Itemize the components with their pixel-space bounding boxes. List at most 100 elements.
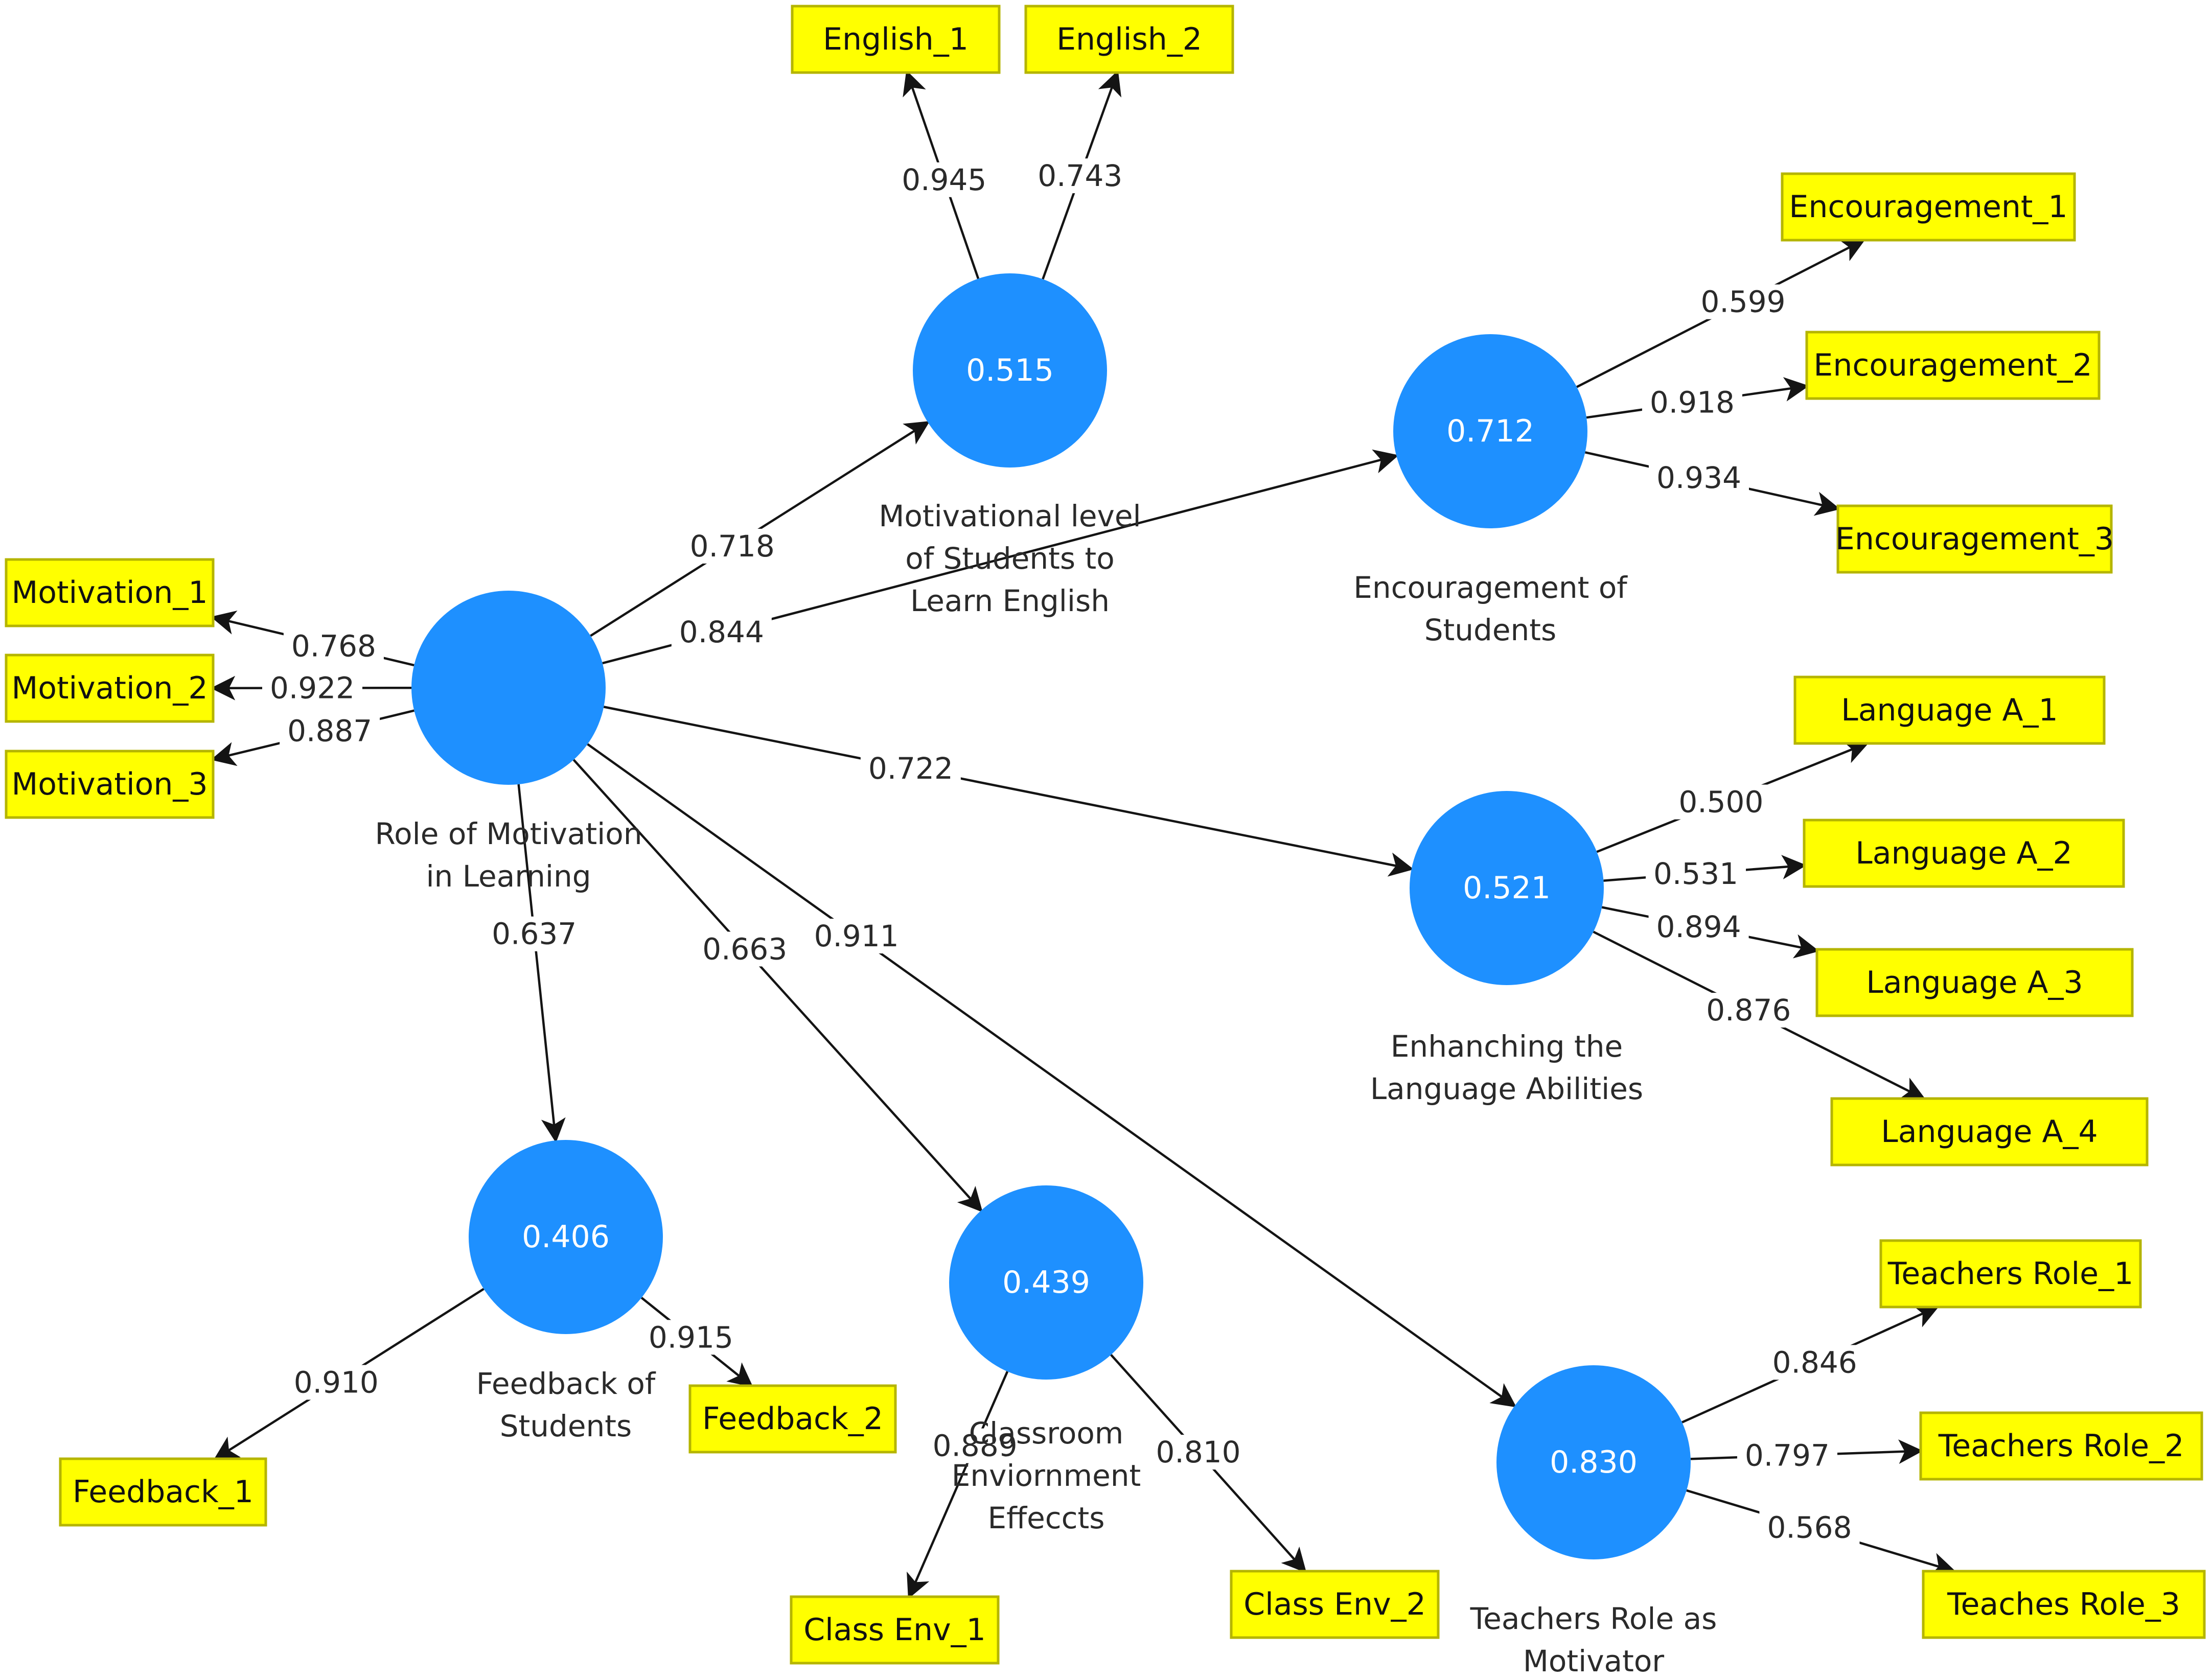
indicator-ce1[interactable]: Class Env_1	[790, 1595, 1000, 1665]
r-squared-tch: 0.830	[1550, 1444, 1638, 1480]
loading-value-lan4-group: 0.876	[1698, 993, 1799, 1028]
indicator-box-tr3[interactable]	[1922, 1570, 2206, 1639]
indicator-tr2[interactable]: Teachers Role_2	[1919, 1411, 2203, 1481]
indicator-box-tr2[interactable]	[1919, 1411, 2203, 1481]
loading-value-enc2-group: 0.918	[1642, 385, 1742, 420]
loading-value-ce2-group: 0.810	[1148, 1435, 1249, 1470]
loading-value-tr1: 0.846	[1772, 1345, 1857, 1380]
indicator-lan4[interactable]: Language A_4	[1830, 1097, 2149, 1166]
loading-value-tr3: 0.568	[1767, 1510, 1852, 1545]
indicator-box-enc1[interactable]	[1781, 172, 2076, 242]
indicator-box-enc3[interactable]	[1836, 504, 2113, 574]
indicator-eng1[interactable]: English_1	[791, 5, 1001, 74]
indicator-label-mot3: Motivation_3	[11, 766, 208, 802]
indicator-box-mot2[interactable]	[5, 654, 215, 723]
indicator-label-ce2: Class Env_2	[1243, 1586, 1426, 1622]
indicator-lan2[interactable]: Language A_2	[1803, 819, 2125, 888]
construct-circle-role[interactable]	[411, 591, 606, 785]
indicator-label-lan2: Language A_2	[1855, 835, 2072, 871]
construct-circle-tch[interactable]	[1496, 1365, 1691, 1559]
indicator-mot3[interactable]: Motivation_3	[5, 750, 215, 819]
indicator-label-lan4: Language A_4	[1881, 1114, 2098, 1150]
loading-value-tr3-group: 0.568	[1759, 1510, 1860, 1545]
path-edge-role-lang	[603, 706, 1414, 877]
loading-value-fb2-group: 0.915	[640, 1320, 741, 1355]
indicator-mot2[interactable]: Motivation_2	[5, 654, 215, 723]
construct-circle-lang[interactable]	[1410, 791, 1604, 985]
loading-value-lan2: 0.531	[1653, 856, 1738, 891]
construct-circle-cls[interactable]	[949, 1185, 1143, 1380]
indicator-box-lan4[interactable]	[1830, 1097, 2149, 1166]
indicator-fb1[interactable]: Feedback_1	[59, 1457, 267, 1527]
path-coefficient-tch: 0.911	[814, 919, 899, 953]
construct-circle-enc[interactable]	[1393, 334, 1587, 528]
indicator-box-mot1[interactable]	[5, 558, 215, 627]
indicator-box-eng1[interactable]	[791, 5, 1001, 74]
loading-value-lan3-bg	[1648, 909, 1749, 944]
loading-value-ce1-bg	[925, 1428, 1025, 1463]
indicator-box-ce1[interactable]	[790, 1595, 1000, 1665]
loading-value-eng2-bg	[1030, 158, 1131, 194]
loading-value-tr1-group: 0.846	[1764, 1345, 1865, 1380]
path-coefficient-tch-bg	[806, 919, 907, 954]
loading-value-ce2: 0.810	[1156, 1435, 1241, 1469]
loading-value-lan2-bg	[1646, 856, 1746, 891]
indicator-lan3[interactable]: Language A_3	[1815, 948, 2134, 1017]
r-squared-lang: 0.521	[1463, 870, 1551, 906]
indicator-box-lan3[interactable]	[1815, 948, 2134, 1017]
indicator-label-lan3: Language A_3	[1866, 965, 2083, 1000]
indicator-box-ce2[interactable]	[1230, 1570, 1440, 1639]
loading-value-eng2: 0.743	[1038, 158, 1122, 193]
construct-circle-motl[interactable]	[913, 273, 1107, 468]
construct-label-motl: Motivational level	[879, 499, 1141, 533]
indicator-tr3[interactable]: Teaches Role_3	[1922, 1570, 2206, 1639]
path-edge-role-cls	[572, 759, 983, 1212]
indicator-mot1[interactable]: Motivation_1	[5, 558, 215, 627]
indicator-box-enc2[interactable]	[1805, 331, 2101, 400]
construct-label-lang: Enhanching the	[1391, 1029, 1623, 1064]
indicator-label-eng2: English_2	[1056, 21, 1202, 57]
indicator-tr1[interactable]: Teachers Role_1	[1879, 1239, 2142, 1309]
path-coefficient-enc: 0.844	[679, 615, 764, 649]
indicator-enc3[interactable]: Encouragement_3	[1835, 504, 2114, 574]
path-coefficient-cls-group: 0.663	[695, 931, 795, 967]
loading-value-lan4-bg	[1698, 993, 1799, 1028]
path-coefficient-motl-group: 0.718	[682, 528, 782, 564]
indicator-fb2[interactable]: Feedback_2	[688, 1384, 897, 1454]
path-coefficient-fb-bg	[484, 916, 585, 951]
indicator-box-lan2[interactable]	[1803, 819, 2125, 888]
indicator-box-fb1[interactable]	[59, 1457, 267, 1527]
indicator-box-mot3[interactable]	[5, 750, 215, 819]
loading-value-eng1-bg	[894, 162, 995, 197]
loading-value-ce1: 0.889	[933, 1429, 1018, 1463]
indicator-eng2[interactable]: English_2	[1024, 5, 1234, 74]
path-coefficient-cls-bg	[695, 931, 795, 967]
indicator-label-ce1: Class Env_1	[803, 1612, 986, 1648]
path-edge-role-fb	[517, 784, 566, 1143]
loading-value-fb1: 0.910	[294, 1365, 379, 1399]
indicator-box-fb2[interactable]	[688, 1384, 897, 1454]
r-squared-fb: 0.406	[522, 1219, 610, 1255]
construct-label-cls: Classroom	[969, 1416, 1124, 1451]
indicator-box-eng2[interactable]	[1024, 5, 1234, 74]
indicator-box-tr1[interactable]	[1879, 1239, 2142, 1309]
indicator-enc1[interactable]: Encouragement_1	[1781, 172, 2076, 242]
loading-value-lan1-bg	[1671, 784, 1771, 820]
construct-label-role: Role of Motivation	[375, 816, 642, 851]
indicator-label-enc2: Encouragement_2	[1813, 347, 2092, 383]
path-edge-role-tch	[587, 743, 1517, 1408]
loading-value-mot2-bg	[262, 670, 363, 706]
loading-value-lan1: 0.500	[1678, 785, 1763, 820]
indicator-ce2[interactable]: Class Env_2	[1230, 1570, 1440, 1639]
construct-circle-fb[interactable]	[469, 1140, 663, 1334]
indicator-lan1[interactable]: Language A_1	[1793, 675, 2106, 745]
indicator-enc2[interactable]: Encouragement_2	[1805, 331, 2101, 400]
indicator-box-lan1[interactable]	[1793, 675, 2106, 745]
